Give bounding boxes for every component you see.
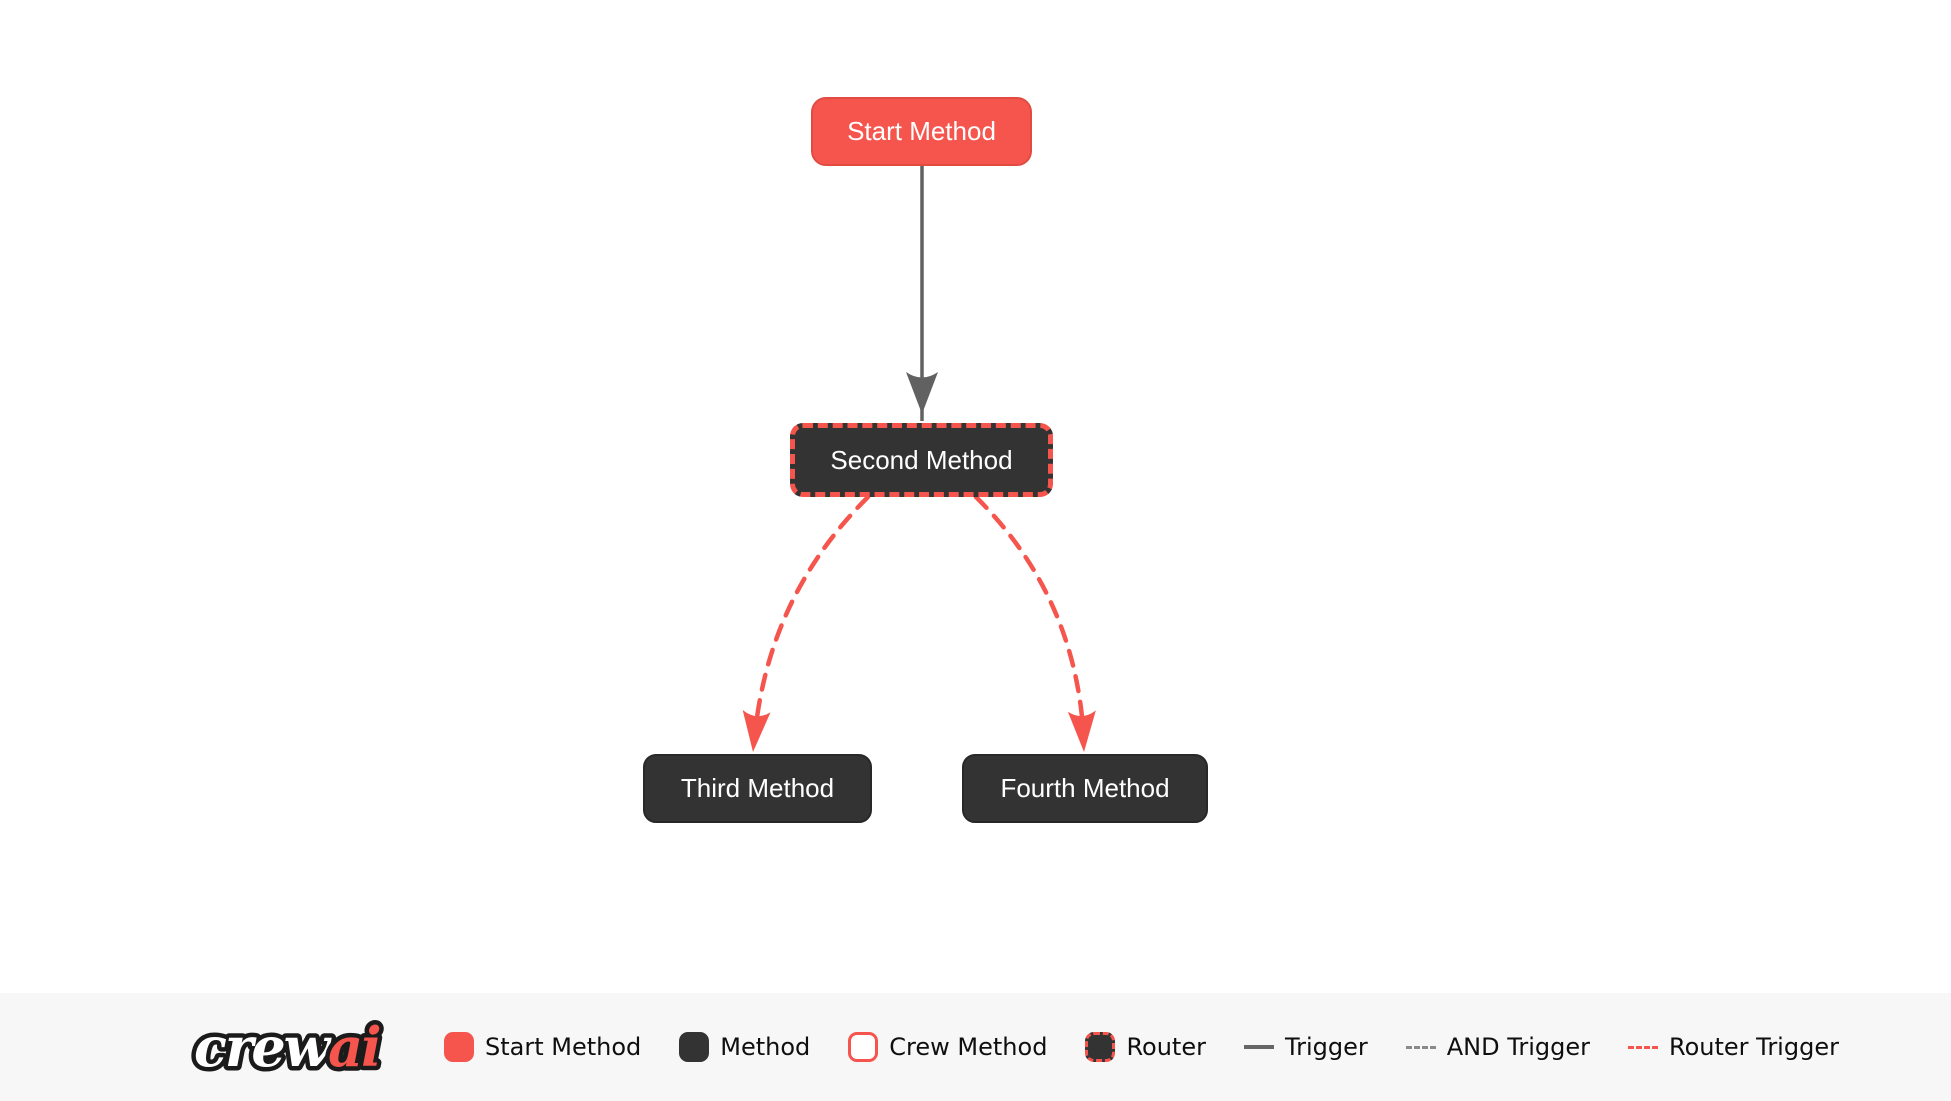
legend-item-method: Method bbox=[679, 1032, 810, 1062]
node-third-method[interactable]: Third Method bbox=[643, 754, 872, 823]
node-third-method-label: Third Method bbox=[680, 773, 835, 803]
legend-item-router-trigger: Router Trigger bbox=[1628, 1033, 1839, 1061]
legend-label-trigger: Trigger bbox=[1284, 1033, 1368, 1061]
node-fourth-method[interactable]: Fourth Method bbox=[962, 754, 1208, 823]
edge-trigger-arrowhead bbox=[906, 372, 938, 414]
legend-label-crew-method: Crew Method bbox=[889, 1033, 1048, 1061]
legend-item-router: Router bbox=[1085, 1032, 1206, 1062]
legend-label-method: Method bbox=[720, 1033, 811, 1061]
edge-router-trigger-left bbox=[751, 494, 871, 747]
method-swatch bbox=[679, 1032, 710, 1062]
legend-label-and-trigger: AND Trigger bbox=[1446, 1033, 1591, 1061]
legend-label-router-trigger: Router Trigger bbox=[1669, 1033, 1839, 1061]
node-second-method[interactable]: Second Method bbox=[790, 423, 1053, 497]
node-start-method-label: Start Method bbox=[847, 116, 996, 146]
node-fourth-method-label: Fourth Method bbox=[1000, 773, 1170, 803]
svg-text:crewai: crewai bbox=[194, 1015, 380, 1079]
node-start-method[interactable]: Start Method bbox=[811, 97, 1032, 166]
edge-router-trigger-right-arrowhead bbox=[1067, 710, 1096, 752]
legend-item-start-method: Start Method bbox=[444, 1032, 641, 1062]
crewai-logo-svg: crewai bbox=[190, 1011, 387, 1084]
edge-router-trigger-right bbox=[973, 494, 1087, 747]
legend-item-trigger: Trigger bbox=[1243, 1033, 1368, 1061]
router-trigger-line bbox=[1628, 1045, 1659, 1049]
logo-crew-text: crew bbox=[194, 1015, 333, 1079]
crewai-logo: crewai bbox=[190, 1008, 406, 1086]
logo-ai-text: ai bbox=[328, 1015, 380, 1079]
crew-method-swatch bbox=[848, 1032, 879, 1062]
legend-item-crew-method: Crew Method bbox=[848, 1032, 1047, 1062]
legend-bar: crewai Start Method Method Crew Method R… bbox=[0, 993, 1951, 1101]
node-second-method-label: Second Method bbox=[830, 444, 1013, 475]
trigger-line bbox=[1243, 1045, 1274, 1049]
legend-label-start-method: Start Method bbox=[485, 1033, 642, 1061]
start-method-swatch bbox=[444, 1032, 474, 1062]
legend-label-router: Router bbox=[1126, 1033, 1206, 1061]
legend-item-and-trigger: AND Trigger bbox=[1405, 1033, 1591, 1061]
and-trigger-line bbox=[1405, 1045, 1436, 1049]
edge-router-trigger-left-arrowhead bbox=[742, 709, 771, 752]
router-swatch bbox=[1085, 1032, 1116, 1062]
